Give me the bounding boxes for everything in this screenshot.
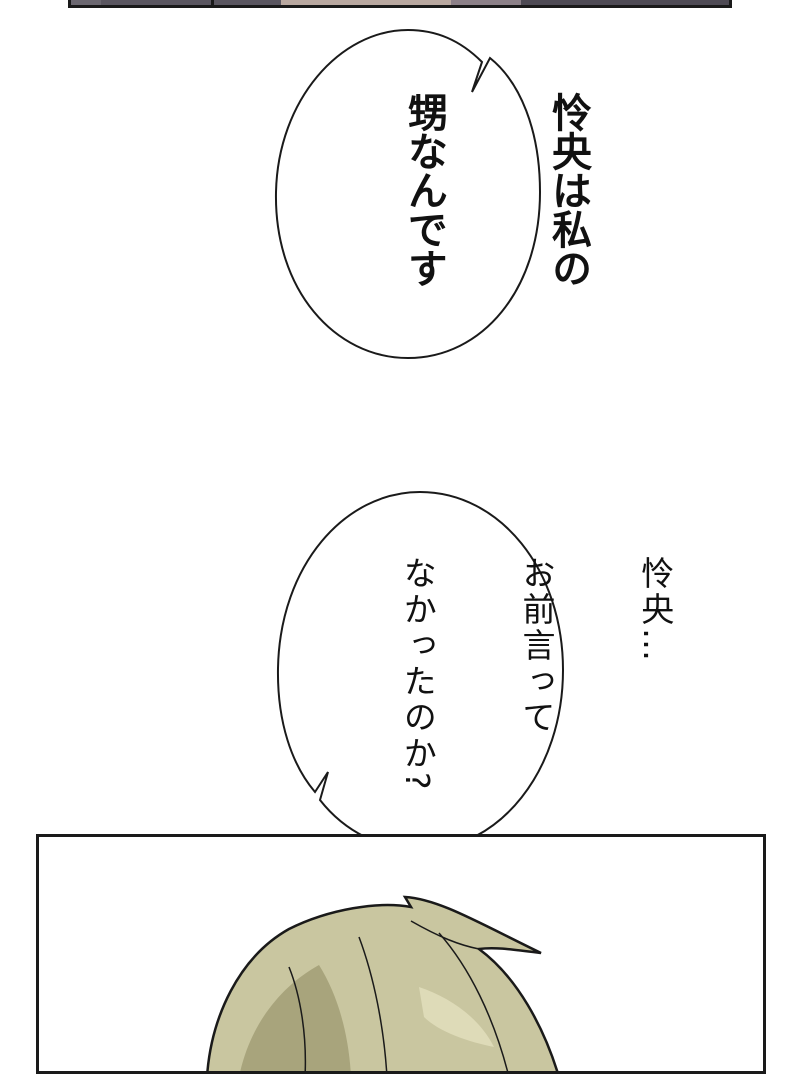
bubble-2-text: 怜央… お前言って なかったのか? [358,556,754,793]
panel-segment [211,0,214,5]
bubble-2-line-3: なかったのか? [398,556,438,793]
bubble-1-line-1: 怜央は私の [545,92,591,287]
panel-segment [451,0,521,5]
bubble-2-line-2: お前言って [516,556,556,736]
panel-segment [71,0,101,5]
speech-bubbles-layer [274,28,565,852]
hair-strand [410,920,480,950]
hair-shadow [240,965,351,1071]
top-panel-edge [68,0,732,8]
bubble-2-line-1: 怜央… [635,556,675,664]
bubble-1-line-2: 甥なんです [401,92,447,287]
bubble-1-text: 怜央は私の 甥なんです [352,92,688,287]
panel-segment [281,0,451,5]
hair-highlight [419,987,494,1047]
speech-bubble-1 [274,28,542,360]
character-hair-illustration [206,895,559,1071]
panel-segment [521,0,729,5]
bottom-panel [36,834,766,1074]
